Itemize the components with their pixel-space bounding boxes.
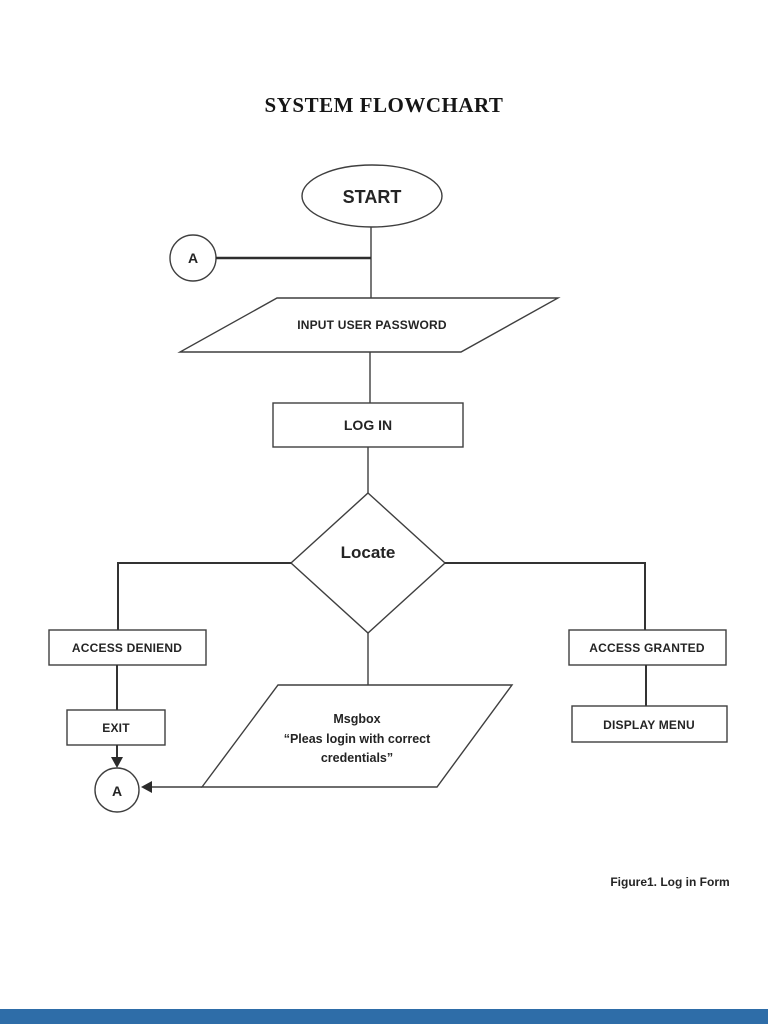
- input-label: INPUT USER PASSWORD: [297, 318, 447, 332]
- access-denied-label: ACCESS DENIEND: [72, 641, 182, 655]
- connector-line-decision-to-granted: [445, 562, 646, 630]
- connector-a-bottom-label: A: [112, 783, 122, 799]
- msgbox-line1: Msgbox: [333, 712, 380, 726]
- start-terminator-shape: [301, 164, 443, 228]
- access-granted-label: ACCESS GRANTED: [589, 641, 705, 655]
- login-label: LOG IN: [344, 417, 392, 433]
- msgbox-line2: “Pleas login with correct: [284, 732, 431, 746]
- arrowhead-left: [141, 781, 152, 793]
- figure-caption: Figure1. Log in Form: [610, 875, 729, 889]
- exit-shape: [66, 709, 166, 746]
- access-denied-shape: [48, 629, 207, 666]
- decision-diamond-shape: [289, 492, 447, 634]
- input-parallelogram-shape: [177, 297, 561, 353]
- page-title: SYSTEM FLOWCHART: [265, 93, 504, 117]
- connector-line-decision-to-denied: [117, 562, 291, 630]
- display-menu-shape: [571, 705, 728, 743]
- connector-a-bottom-shape: [94, 767, 140, 813]
- bottom-blue-bar: [0, 1009, 768, 1024]
- decision-label: Locate: [341, 543, 396, 562]
- display-menu-label: DISPLAY MENU: [603, 718, 695, 732]
- login-process-shape: [272, 402, 464, 448]
- connector-a-top-label: A: [188, 250, 198, 266]
- start-label: START: [343, 187, 402, 207]
- access-granted-shape: [568, 629, 727, 666]
- msgbox-parallelogram-shape: [200, 684, 514, 788]
- arrowhead-down: [111, 757, 123, 768]
- exit-label: EXIT: [102, 721, 130, 735]
- msgbox-line3: credentials”: [321, 751, 393, 765]
